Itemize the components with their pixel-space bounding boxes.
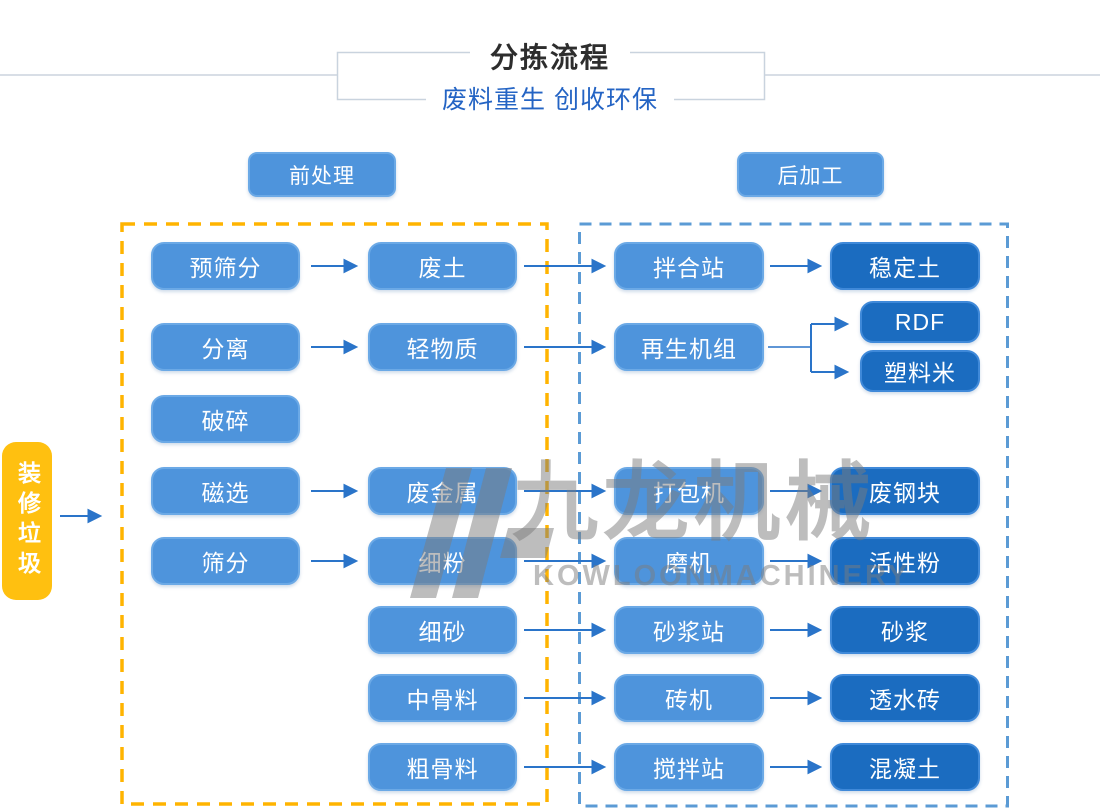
node-screening: 筛分 <box>151 537 300 585</box>
flow-arrows <box>60 258 850 775</box>
node-regeneration-unit: 再生机组 <box>614 323 764 371</box>
pretreatment-dashed-frame <box>120 222 549 806</box>
node-medium-aggregate: 中骨料 <box>368 674 517 722</box>
node-plastic-pellets: 塑料米 <box>860 350 980 392</box>
node-stabilized-soil: 稳定土 <box>830 242 980 290</box>
section-label-pretreatment: 前处理 <box>248 152 396 197</box>
node-pre-screening: 预筛分 <box>151 242 300 290</box>
node-coarse-aggregate: 粗骨料 <box>368 743 517 791</box>
page-subtitle: 废料重生 创收环保 <box>426 85 674 116</box>
node-brick-machine: 砖机 <box>614 674 764 722</box>
input-source-label: 装修垃圾 <box>14 461 41 581</box>
node-scrap-steel-block: 废钢块 <box>830 467 980 515</box>
node-waste-soil: 废土 <box>368 242 517 290</box>
postprocessing-dashed-frame <box>578 222 1009 808</box>
node-rdf: RDF <box>860 301 980 343</box>
section-label-postprocessing: 后加工 <box>737 152 884 197</box>
node-permeable-brick: 透水砖 <box>830 674 980 722</box>
node-mortar: 砂浆 <box>830 606 980 654</box>
input-source-box: 装修垃圾 <box>2 442 52 600</box>
node-fine-powder: 细粉 <box>368 537 517 585</box>
node-separation: 分离 <box>151 323 300 371</box>
page-title: 分拣流程 <box>469 41 631 75</box>
node-mill: 磨机 <box>614 537 764 585</box>
node-light-material: 轻物质 <box>368 323 517 371</box>
node-active-powder: 活性粉 <box>830 537 980 585</box>
node-mortar-station: 砂浆站 <box>614 606 764 654</box>
node-magnetic-separation: 磁选 <box>151 467 300 515</box>
node-concrete: 混凝土 <box>830 743 980 791</box>
node-mixing-station: 拌合站 <box>614 242 764 290</box>
node-crushing: 破碎 <box>151 395 300 443</box>
node-baler: 打包机 <box>614 467 764 515</box>
node-concrete-batching-station: 搅拌站 <box>614 743 764 791</box>
node-fine-sand: 细砂 <box>368 606 517 654</box>
node-scrap-metal: 废金属 <box>368 467 517 515</box>
